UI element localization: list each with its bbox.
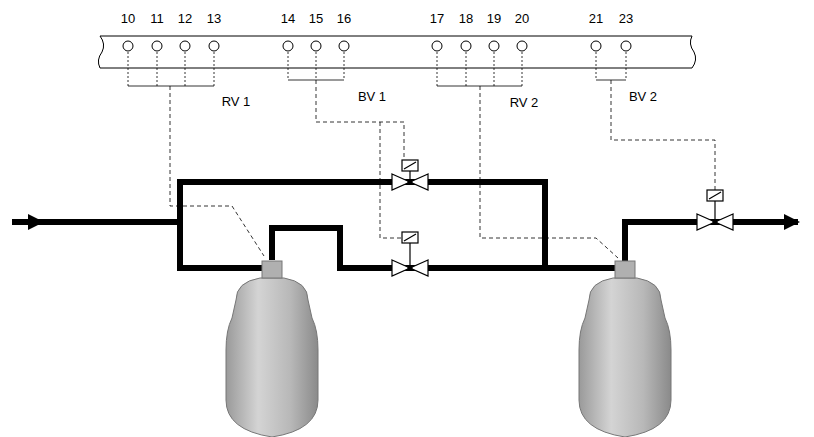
terminal-number: 21 xyxy=(588,12,604,25)
signal-group-label: RV 2 xyxy=(509,96,540,109)
terminal-number: 17 xyxy=(429,12,445,25)
terminal-number: 14 xyxy=(280,12,296,25)
pipework xyxy=(12,182,798,268)
terminal-number: 23 xyxy=(618,12,634,25)
terminal-number: 13 xyxy=(206,12,222,25)
terminal-number: 12 xyxy=(177,12,193,25)
terminal-number: 11 xyxy=(149,12,165,25)
terminal-strip xyxy=(98,36,695,68)
terminal-number: 16 xyxy=(336,12,352,25)
terminal-number: 19 xyxy=(486,12,502,25)
solenoid-valves xyxy=(392,160,733,276)
signal-group-label: BV 1 xyxy=(357,90,387,103)
terminal-number: 15 xyxy=(308,12,324,25)
terminal-number: 18 xyxy=(458,12,474,25)
terminal-number: 20 xyxy=(514,12,530,25)
bracket-lines xyxy=(128,52,626,86)
flow-arrows xyxy=(28,214,800,230)
tank-right xyxy=(579,261,671,437)
control-lines xyxy=(170,80,715,258)
tank-left xyxy=(226,261,318,437)
signal-group-label: RV 1 xyxy=(221,95,252,108)
terminal-number: 10 xyxy=(120,12,136,25)
terminals xyxy=(123,41,631,51)
signal-group-label: BV 2 xyxy=(628,90,658,103)
